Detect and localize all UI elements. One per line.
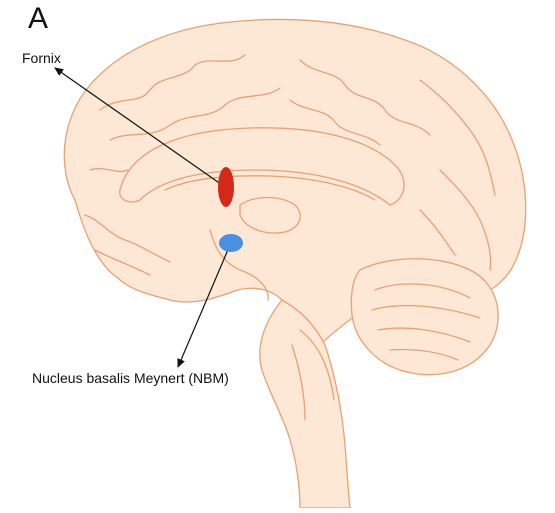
pons-contour <box>291 329 335 421</box>
thalamus-outline <box>239 196 301 234</box>
fornix-marker <box>218 167 234 207</box>
corpus-callosum <box>119 127 405 206</box>
cerebellum-folia <box>371 283 481 361</box>
fornix-arrow <box>54 67 226 188</box>
hypothalamus-outline <box>209 229 269 301</box>
cortical-sulci <box>84 54 496 276</box>
lateral-ventricle <box>164 175 376 201</box>
nbm-marker <box>219 234 243 252</box>
fornix-label: Fornix <box>22 50 61 66</box>
panel-letter: A <box>28 2 49 35</box>
cerebellum-outline <box>350 258 499 376</box>
nbm-arrow <box>177 244 231 368</box>
nbm-label: Nucleus basalis Meynert (NBM) <box>32 370 229 386</box>
